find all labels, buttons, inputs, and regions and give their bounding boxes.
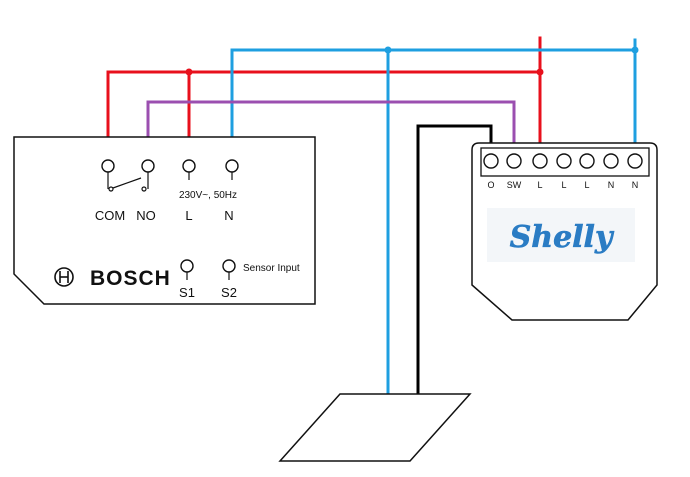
shelly-label-n1: N: [608, 180, 615, 190]
shelly-device: O SW L L L N N Shelly: [471, 142, 658, 321]
shelly-logo-panel: [487, 208, 635, 262]
shelly-label-l3: L: [584, 180, 589, 190]
shelly-terminal-l2: [556, 153, 572, 169]
bosch-terminal-s1: [180, 259, 194, 273]
junction-dots: [185, 46, 639, 76]
shelly-label-sw: SW: [507, 180, 522, 190]
bosch-sensor-input-label: Sensor Input: [243, 263, 300, 274]
bosch-terminal-l: [182, 159, 196, 173]
switched-wire: [146, 100, 516, 157]
live-wire-to-com: [106, 70, 542, 157]
relay-switch-symbol: [107, 172, 233, 192]
junction-dot: [384, 46, 392, 54]
bosch-brand: BOSCH: [90, 267, 171, 290]
wires: [106, 36, 637, 396]
load-wire: [416, 124, 493, 396]
shelly-label-n2: N: [632, 180, 639, 190]
junction-dot: [536, 68, 544, 76]
bosch-label-n: N: [224, 208, 233, 223]
bosch-label-l: L: [185, 208, 192, 223]
shelly-brand: Shelly: [510, 220, 615, 255]
shelly-label-l1: L: [537, 180, 542, 190]
junction-dot: [631, 46, 639, 54]
shelly-label-o: O: [487, 180, 494, 190]
shelly-terminal-n1: [603, 153, 619, 169]
bosch-label-com: COM: [95, 208, 125, 223]
bosch-label-s1: S1: [179, 285, 195, 300]
neutral-wire-to-n: [230, 48, 637, 157]
bosch-label-no: NO: [136, 208, 156, 223]
bosch-voltage-label: 230V~, 50Hz: [179, 190, 237, 201]
shelly-terminal-n2: [627, 153, 643, 169]
shelly-terminal-sw: [506, 153, 522, 169]
shelly-terminal-l3: [579, 153, 595, 169]
bosch-terminal-com: [101, 159, 115, 173]
bosch-logo-icon: [54, 267, 74, 287]
shelly-terminal-o: [483, 153, 499, 169]
bosch-terminal-n: [225, 159, 239, 173]
bosch-terminal-no: [141, 159, 155, 173]
bosch-housing: [13, 136, 316, 305]
shelly-terminal-l1: [532, 153, 548, 169]
load-plate: [278, 393, 472, 462]
bosch-label-s2: S2: [221, 285, 237, 300]
bosch-terminal-s2: [222, 259, 236, 273]
shelly-label-l2: L: [561, 180, 566, 190]
bosch-device: COM NO L N 230V~, 50Hz BOSCH S1 S2 Senso…: [13, 136, 316, 305]
junction-dot: [185, 68, 193, 76]
